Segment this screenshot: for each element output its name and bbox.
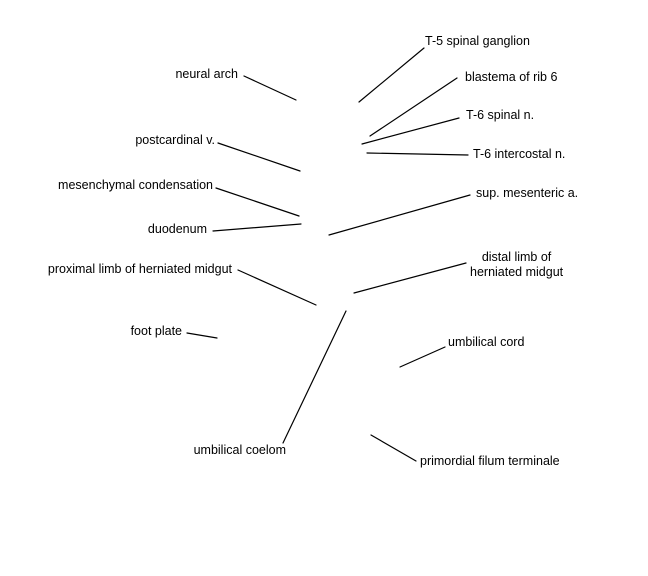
label-t6-spinal-n: T-6 spinal n.: [466, 108, 535, 122]
label-distal-limb: distal limb of herniated midgut: [470, 250, 563, 280]
label-foot-plate: foot plate: [130, 324, 182, 338]
leader-line-umbilical-cord: [399, 346, 446, 368]
leader-line-t6-intercostal-n: [366, 152, 469, 156]
label-duodenum: duodenum: [147, 222, 207, 236]
label-neural-arch: neural arch: [175, 67, 238, 81]
label-t6-intercostal-n: T-6 intercostal n.: [473, 147, 566, 161]
label-umbilical-coelom: umbilical coelom: [193, 443, 286, 457]
leader-line-umbilical-coelom: [282, 310, 347, 444]
leader-line-proximal-limb: [237, 269, 317, 306]
leader-line-duodenum: [212, 223, 302, 232]
label-sup-mesenteric-a: sup. mesenteric a.: [476, 186, 579, 200]
leader-line-mesenchymal-condensation: [215, 187, 300, 217]
leader-line-sup-mesenteric-a: [328, 194, 471, 236]
label-t5-spinal-ganglion: T-5 spinal ganglion: [425, 34, 530, 48]
label-mesenchymal-condensation: mesenchymal condensation: [58, 178, 213, 192]
label-primordial-filum: primordial filum terminale: [420, 454, 560, 468]
leader-line-distal-limb: [353, 262, 467, 294]
leader-line-neural-arch: [243, 75, 297, 101]
label-distal-limb-line2: herniated midgut: [470, 265, 564, 279]
leader-line-foot-plate: [186, 332, 218, 339]
leader-line-t5-spinal-ganglion: [358, 47, 425, 103]
label-proximal-limb: proximal limb of herniated midgut: [47, 262, 232, 276]
leader-line-primordial-filum: [370, 434, 417, 462]
leader-line-postcardinal-v: [217, 142, 301, 172]
leader-line-t6-spinal-n: [361, 117, 460, 145]
leader-line-blastema-rib6: [369, 77, 458, 137]
label-umbilical-cord: umbilical cord: [448, 335, 525, 349]
label-postcardinal-v: postcardinal v.: [135, 133, 215, 147]
label-distal-limb-line1: distal limb of: [481, 250, 552, 264]
label-blastema-rib6: blastema of rib 6: [465, 70, 558, 84]
